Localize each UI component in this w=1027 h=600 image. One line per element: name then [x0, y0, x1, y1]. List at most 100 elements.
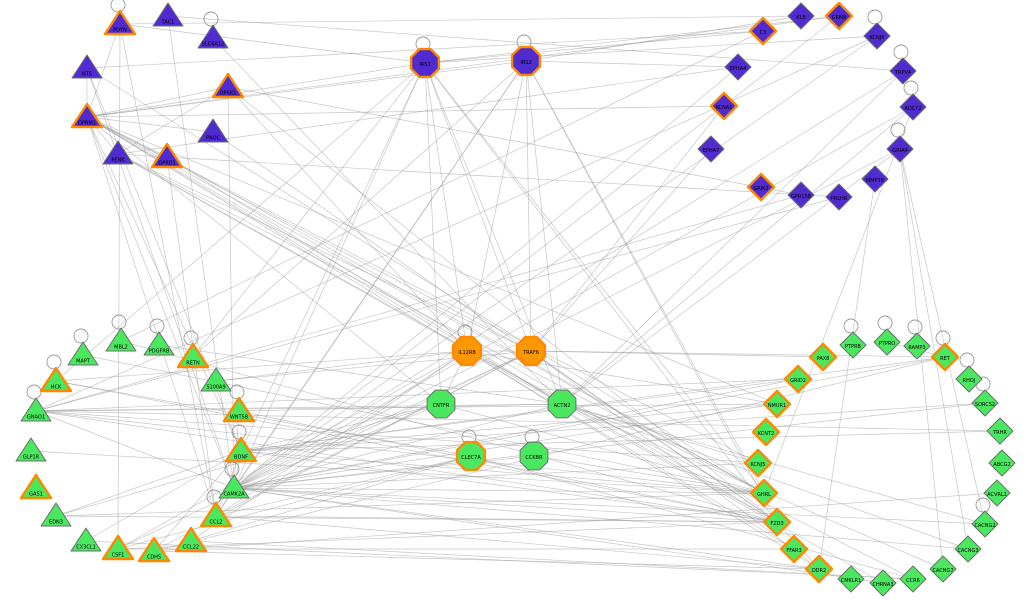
- node-IL12RB[interactable]: [451, 335, 483, 367]
- node-CACNG7[interactable]: [929, 555, 957, 583]
- node-OPRD1[interactable]: [150, 142, 184, 169]
- node-MBL2[interactable]: [105, 327, 137, 352]
- node-SORCS2[interactable]: [971, 389, 999, 417]
- node-GRIA4[interactable]: [886, 135, 914, 163]
- node-CX3CL1[interactable]: [70, 527, 102, 552]
- node-CACNG3[interactable]: [954, 535, 982, 563]
- node-PENK[interactable]: [102, 140, 134, 165]
- node-PNOC[interactable]: [197, 118, 229, 143]
- node-RETN[interactable]: [176, 342, 210, 369]
- node-GHRL[interactable]: [749, 478, 779, 508]
- node-GRID2[interactable]: [783, 364, 813, 394]
- edge-ACTN2-GRIA4: [561, 148, 901, 405]
- node-CCL22[interactable]: [174, 526, 208, 553]
- self-loop-RHOJ: [959, 352, 975, 368]
- edge-PDYN-KLB: [119, 15, 802, 25]
- edge-IRS1-CNTFR: [424, 62, 442, 405]
- edge-IRS1-BDNF: [240, 62, 426, 452]
- edge-FZD3-EDN3: [55, 515, 778, 523]
- node-PTPRO[interactable]: [873, 328, 901, 356]
- edge-IL12RB-CSF1: [117, 350, 468, 550]
- edge-GRIA4-CACNG2: [899, 148, 986, 525]
- node-IRS2[interactable]: [510, 45, 542, 77]
- node-CACNG2[interactable]: [971, 510, 999, 538]
- node-CNTFR[interactable]: [426, 389, 456, 419]
- node-NTS[interactable]: [71, 54, 103, 79]
- edge-IL12RB-HCK: [55, 350, 468, 382]
- node-RAMP3[interactable]: [903, 332, 931, 360]
- node-CAMK2A[interactable]: [218, 474, 250, 499]
- self-loop-GNAO1: [26, 384, 42, 400]
- node-TRPV4[interactable]: [889, 57, 917, 85]
- node-DDR2[interactable]: [804, 554, 834, 584]
- node-PTPRB[interactable]: [839, 331, 867, 359]
- node-GPR158[interactable]: [787, 181, 815, 209]
- edge-CAMK2A-DDR2: [233, 487, 820, 570]
- node-PRLHR[interactable]: [825, 183, 853, 211]
- edge-OPRM1-PDYN: [86, 23, 121, 118]
- node-GLP1R[interactable]: [15, 437, 47, 462]
- node-TAC1[interactable]: [152, 2, 184, 27]
- node-CMKLR1[interactable]: [837, 565, 865, 593]
- node-PDYN[interactable]: [103, 9, 137, 36]
- node-GRM8[interactable]: [824, 1, 854, 31]
- node-MAPT[interactable]: [67, 341, 99, 366]
- edge-CCR6-CCL22: [190, 540, 914, 580]
- node-ACVRL1[interactable]: [983, 479, 1011, 507]
- edge-IRS1-GRM8: [424, 15, 840, 64]
- node-C3[interactable]: [748, 16, 778, 46]
- edge-BDNF-RET: [240, 356, 946, 452]
- node-GRIK2[interactable]: [746, 172, 776, 202]
- node-MMP16[interactable]: [861, 165, 889, 193]
- node-GNAO1[interactable]: [20, 397, 52, 422]
- node-FZD3[interactable]: [762, 507, 792, 537]
- edge-BDNF-FZD3: [240, 450, 778, 523]
- node-PAX8[interactable]: [808, 342, 838, 372]
- node-KCNT2[interactable]: [751, 417, 781, 447]
- node-CSF1[interactable]: [101, 534, 135, 561]
- node-IRS1[interactable]: [409, 47, 441, 79]
- node-PDGFRB[interactable]: [143, 331, 175, 356]
- node-RHOJ[interactable]: [955, 365, 983, 393]
- node-CCKBR[interactable]: [519, 441, 549, 471]
- node-FFAR3[interactable]: [779, 534, 809, 564]
- node-KCNJ5[interactable]: [743, 448, 773, 478]
- edge-BDNF-CDH5: [153, 450, 242, 552]
- node-EPHA7[interactable]: [697, 135, 725, 163]
- edge-BDNF-SORCS2: [240, 402, 986, 452]
- edge-IRS1-CAMK2A: [233, 62, 426, 489]
- node-GAS1[interactable]: [19, 473, 53, 500]
- node-RET[interactable]: [930, 342, 960, 372]
- edge-BDNF-CX3CL1: [85, 450, 242, 542]
- node-CCL2[interactable]: [199, 501, 233, 528]
- self-loop-GRIA4: [890, 122, 906, 138]
- edge-CAMK2A-GHRL: [233, 487, 765, 494]
- self-loop-PTPRO: [877, 315, 893, 331]
- edge-CAMK2A-GRIA4: [233, 148, 901, 489]
- node-EPHA4[interactable]: [724, 53, 752, 81]
- node-NMUR1[interactable]: [762, 389, 792, 419]
- node-KCNJ6[interactable]: [863, 22, 891, 50]
- edge-CNTFR-BDNF: [240, 403, 442, 452]
- node-KLB[interactable]: [787, 2, 815, 30]
- node-ABCG2[interactable]: [988, 449, 1016, 477]
- node-HCK[interactable]: [39, 366, 73, 393]
- node-S100A9[interactable]: [200, 367, 232, 392]
- node-KCNA1[interactable]: [709, 91, 739, 121]
- node-CLEC7A[interactable]: [455, 440, 487, 472]
- edge-FZD3-CSF1: [117, 521, 778, 550]
- node-SLC6A12[interactable]: [197, 24, 229, 49]
- node-WNT5B[interactable]: [222, 396, 256, 423]
- node-EDN3[interactable]: [40, 502, 72, 527]
- node-BDNF[interactable]: [224, 436, 258, 463]
- node-ACTN2[interactable]: [547, 389, 577, 419]
- node-ADCY2[interactable]: [899, 93, 927, 121]
- node-TRAF6[interactable]: [515, 335, 547, 367]
- node-CHRNA3[interactable]: [869, 569, 897, 597]
- node-CCR6[interactable]: [899, 565, 927, 593]
- node-CDH5[interactable]: [137, 536, 171, 563]
- node-OPRM1[interactable]: [70, 102, 104, 129]
- edge-CNTFR-GHRL: [440, 403, 765, 494]
- node-TRHR[interactable]: [986, 417, 1014, 445]
- node-OPRK1[interactable]: [211, 72, 245, 99]
